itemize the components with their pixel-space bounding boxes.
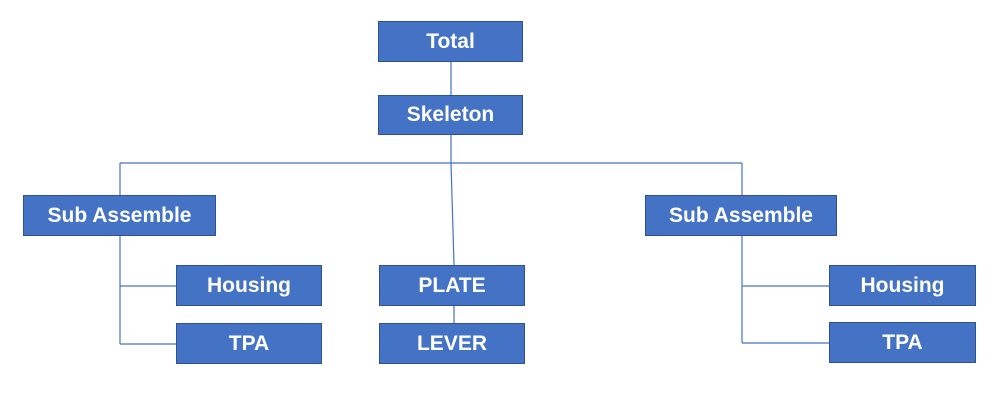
node-left-housing-label: Housing <box>207 273 291 297</box>
node-total-label: Total <box>426 29 475 53</box>
node-plate-label: PLATE <box>418 273 486 297</box>
node-right-sub-assemble-label: Sub Assemble <box>669 203 813 227</box>
node-right-sub-assemble: Sub Assemble <box>645 195 837 236</box>
node-left-housing: Housing <box>176 265 322 306</box>
node-plate: PLATE <box>379 265 525 306</box>
node-skeleton-label: Skeleton <box>406 103 495 126</box>
node-left-sub-assemble: Sub Assemble <box>23 195 216 236</box>
node-left-sub-assemble-label: Sub Assemble <box>47 203 192 227</box>
node-lever-label: LEVER <box>416 331 487 355</box>
node-right-housing-label: Housing <box>860 273 945 297</box>
node-right-tpa: TPA <box>829 322 976 363</box>
node-left-tpa: TPA <box>176 323 322 364</box>
node-total: Total <box>378 21 523 62</box>
connector-skeleton-plate <box>450 162 455 266</box>
node-lever: LEVER <box>379 323 525 364</box>
node-right-tpa-label: TPA <box>882 330 923 354</box>
node-right-housing: Housing <box>829 265 976 306</box>
node-skeleton: Skeleton <box>378 95 523 135</box>
node-left-tpa-label: TPA <box>228 331 270 355</box>
